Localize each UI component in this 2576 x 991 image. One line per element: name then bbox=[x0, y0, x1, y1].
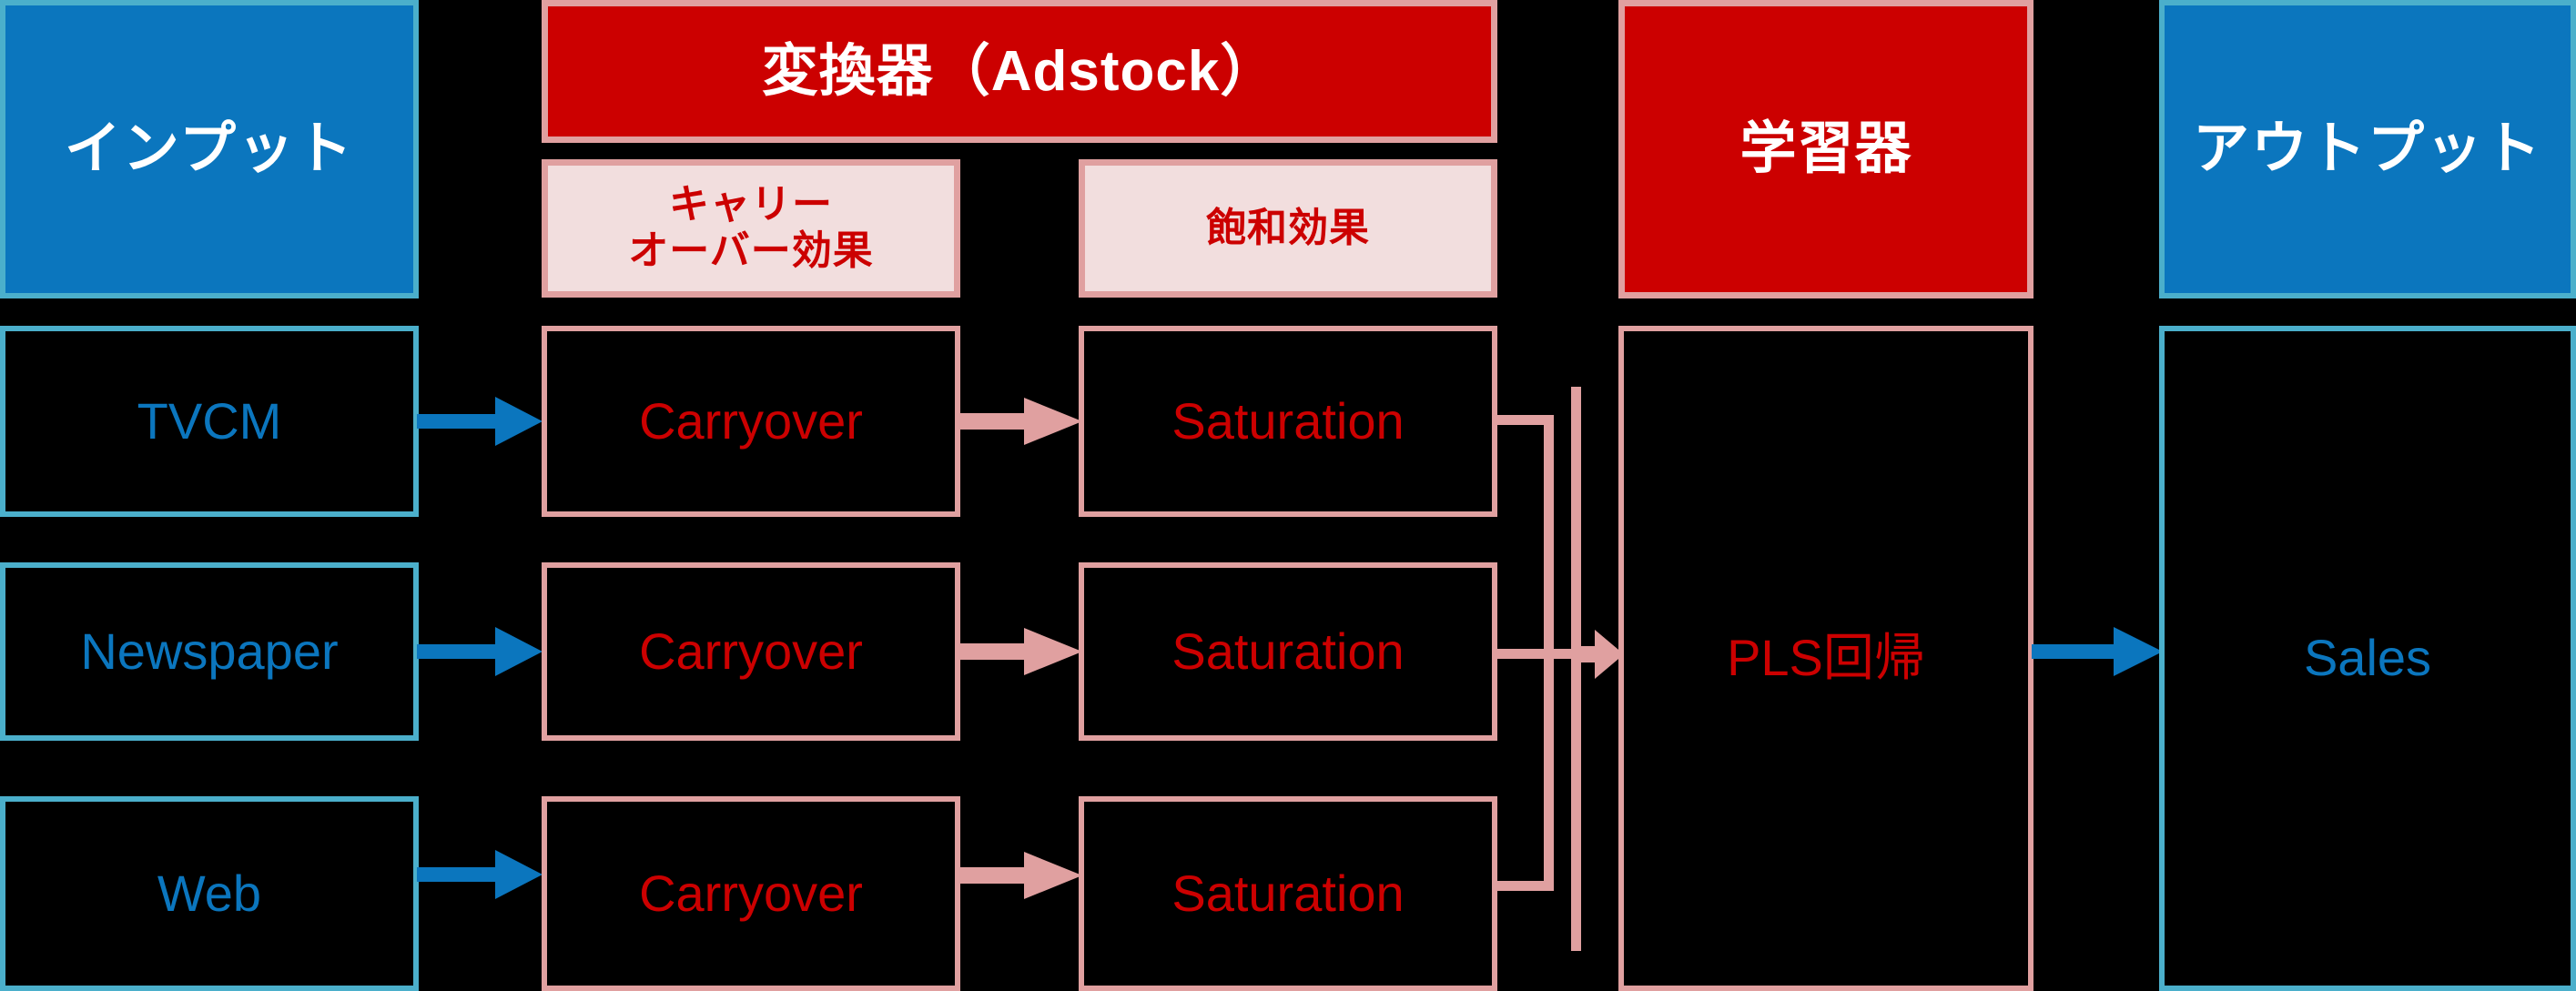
node-output-sales[interactable]: Sales bbox=[2159, 326, 2576, 991]
header-output: アウトプット bbox=[2159, 0, 2576, 298]
arrow-bus-to-learner bbox=[1575, 629, 1626, 680]
node-input-1[interactable]: Newspaper bbox=[0, 562, 419, 741]
node-saturation-0[interactable]: Saturation bbox=[1079, 326, 1497, 517]
header-transformer-adstock: 変換器（Adstock） bbox=[542, 0, 1497, 143]
arrow-carryover-to-saturation-2 bbox=[958, 851, 1084, 900]
header-input: インプット bbox=[0, 0, 419, 298]
node-learner-pls[interactable]: PLS回帰 bbox=[1618, 326, 2033, 991]
arrow-learner-to-output bbox=[2032, 623, 2165, 680]
header-saturation-effect: 飽和効果 bbox=[1079, 159, 1497, 298]
node-carryover-1[interactable]: Carryover bbox=[542, 562, 960, 741]
bus-stub-row-1 bbox=[1496, 649, 1554, 659]
bus-stub-row-2 bbox=[1496, 881, 1554, 891]
header-carryover-effect-line1: キャリー bbox=[669, 182, 833, 228]
arrow-input-to-carryover-2 bbox=[417, 846, 544, 903]
header-carryover-effect-line2: オーバー効果 bbox=[628, 228, 874, 273]
node-saturation-2[interactable]: Saturation bbox=[1079, 796, 1497, 991]
arrow-carryover-to-saturation-0 bbox=[958, 397, 1084, 446]
node-carryover-2[interactable]: Carryover bbox=[542, 796, 960, 991]
node-saturation-1[interactable]: Saturation bbox=[1079, 562, 1497, 741]
arrow-input-to-carryover-0 bbox=[417, 393, 544, 450]
arrow-carryover-to-saturation-1 bbox=[958, 627, 1084, 676]
bus-stub-row-0 bbox=[1496, 415, 1554, 425]
node-input-0[interactable]: TVCM bbox=[0, 326, 419, 517]
header-learner: 学習器 bbox=[1618, 0, 2033, 298]
header-carryover-effect: キャリー オーバー効果 bbox=[542, 159, 960, 298]
node-input-2[interactable]: Web bbox=[0, 796, 419, 991]
bus-vertical-offset bbox=[1571, 387, 1581, 951]
node-carryover-0[interactable]: Carryover bbox=[542, 326, 960, 517]
bus-merge-run bbox=[1544, 649, 1580, 659]
arrow-input-to-carryover-1 bbox=[417, 623, 544, 680]
